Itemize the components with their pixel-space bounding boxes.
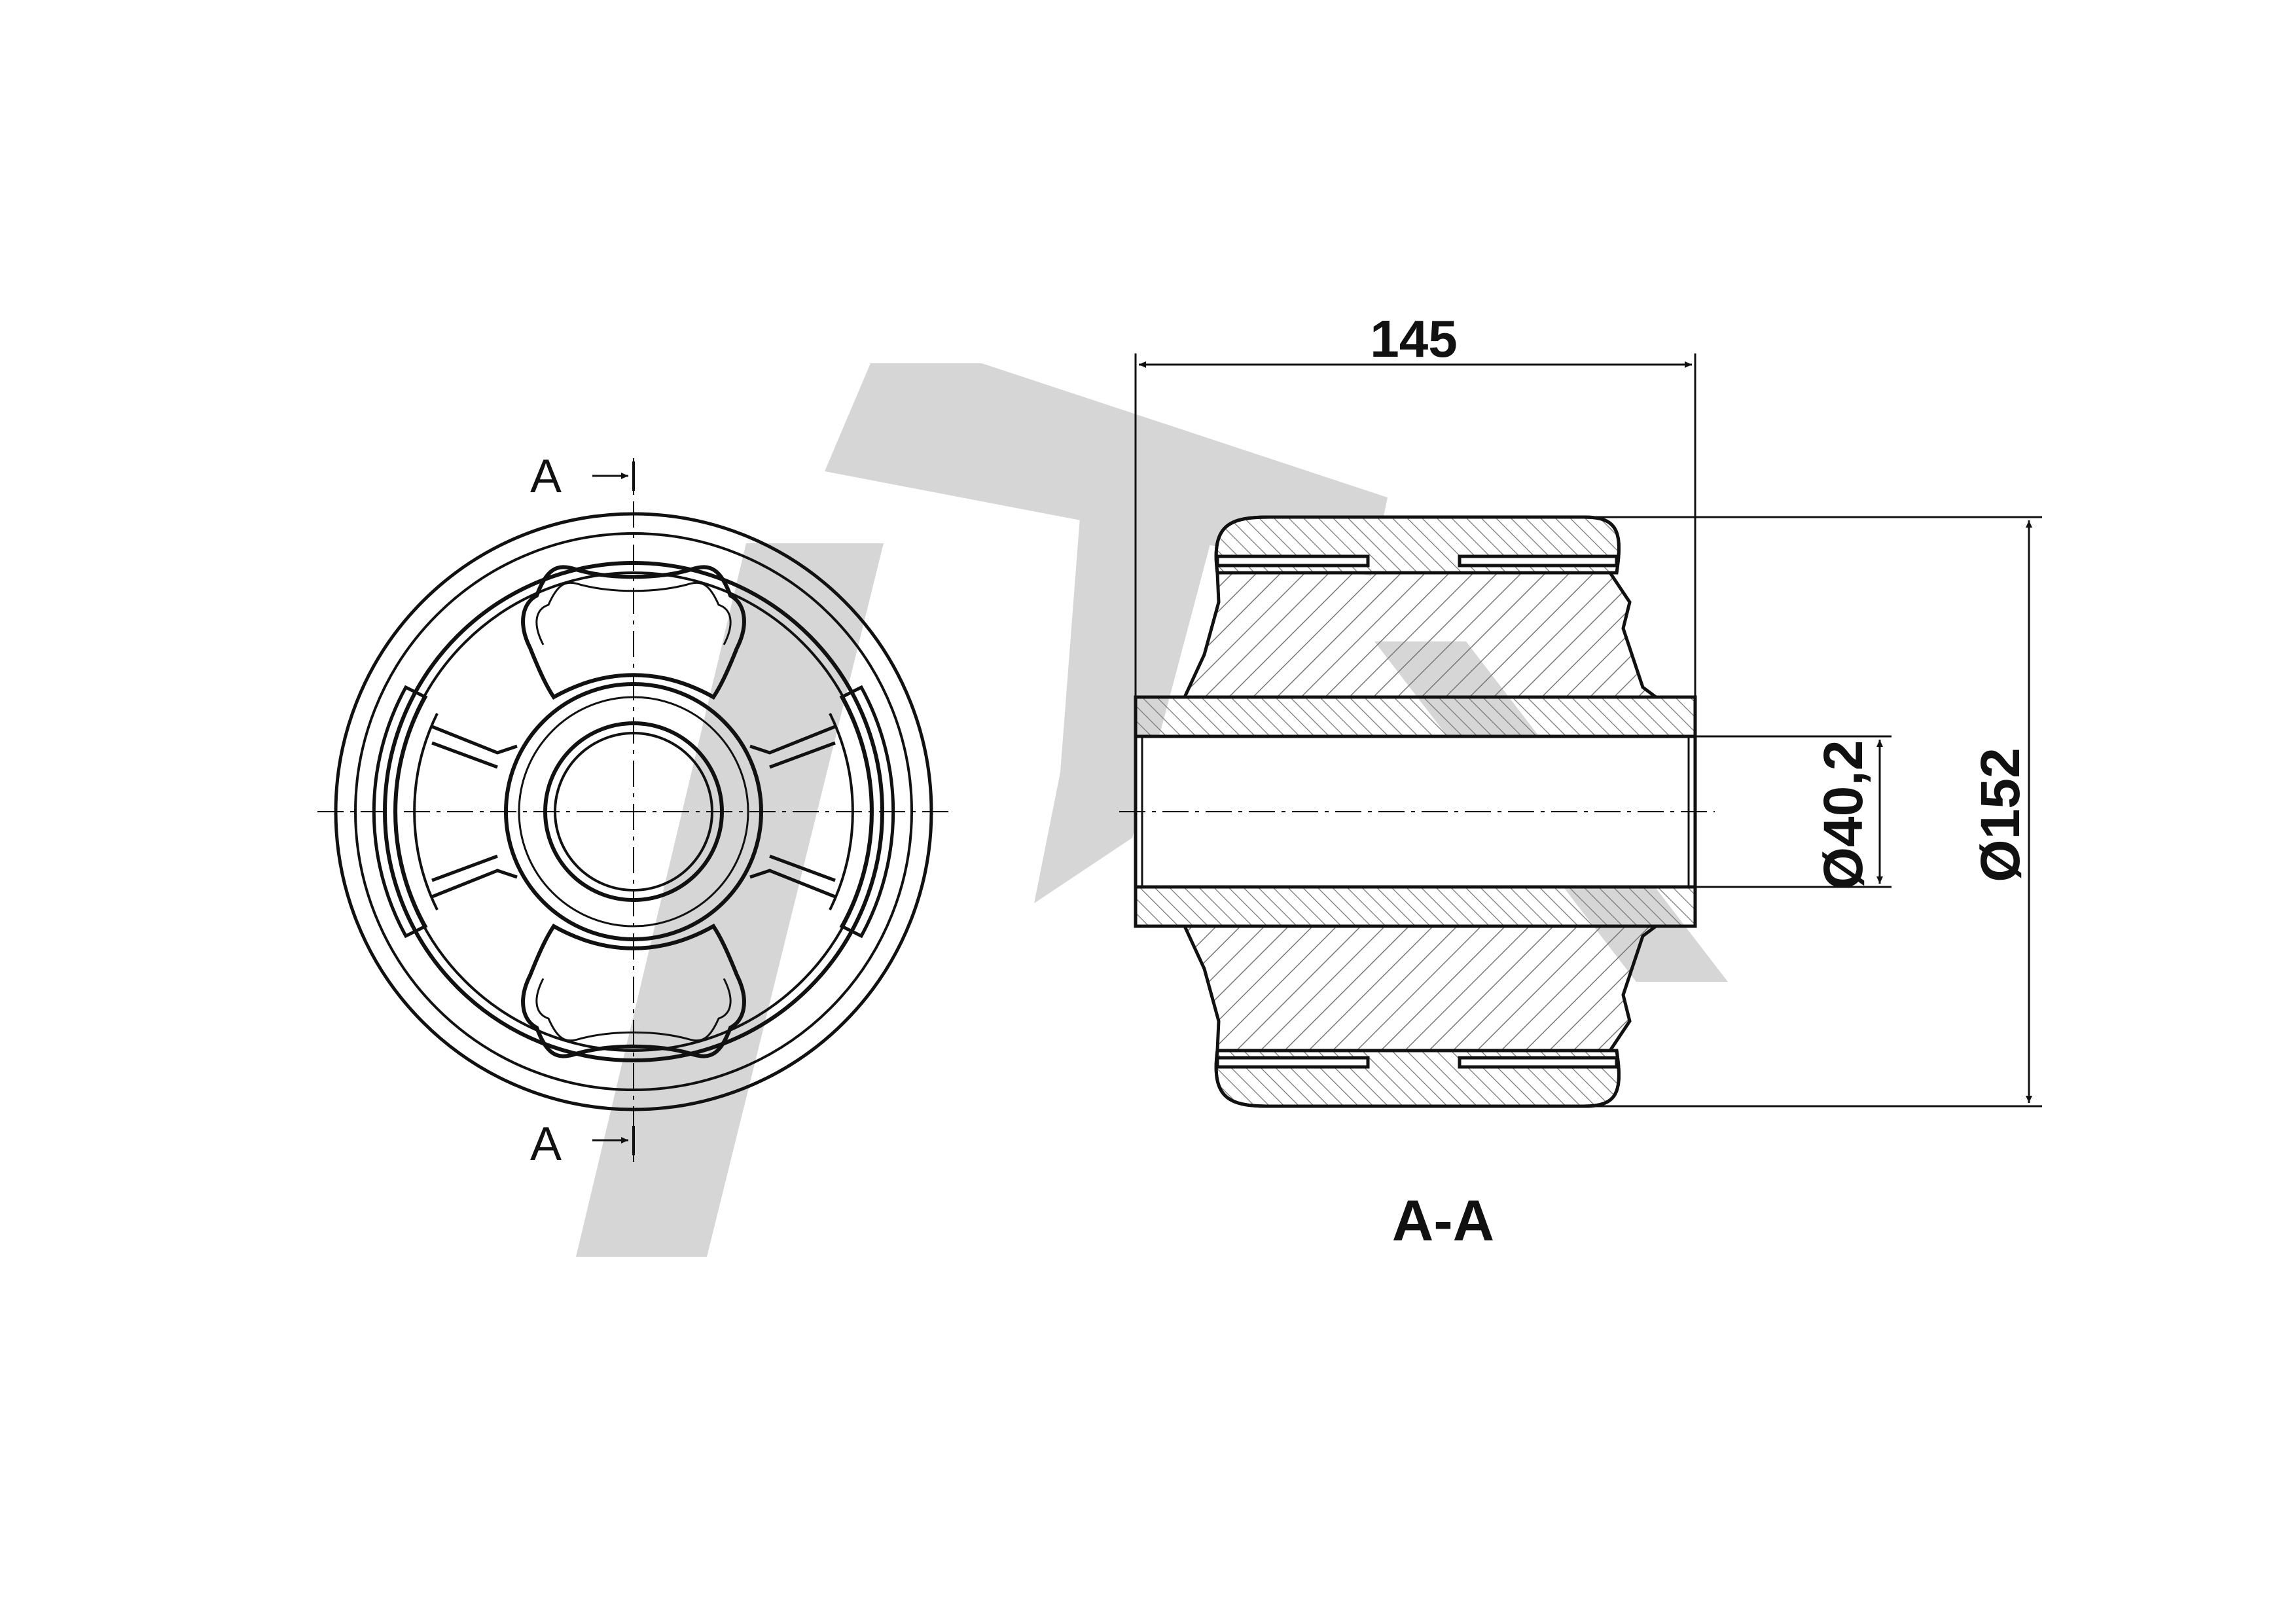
dimension-bore-diameter: Ø40,2 xyxy=(1695,735,1892,890)
section-marker-top-label: A xyxy=(530,450,562,503)
lower-rubber-section xyxy=(1182,924,1661,1053)
left-window xyxy=(372,685,428,939)
spoke-upper-left xyxy=(431,725,518,769)
front-view xyxy=(317,458,949,1162)
section-view-label: A-A xyxy=(1392,1188,1494,1253)
watermark-left-stroke xyxy=(576,543,884,1257)
lower-slot-left xyxy=(1215,1056,1370,1069)
outer-diameter-value: Ø152 xyxy=(1969,748,2031,882)
top-pocket xyxy=(521,565,746,700)
dimension-length: 145 xyxy=(1134,310,1696,697)
spoke-lower-right xyxy=(749,854,836,899)
inner-tube-upper-wall xyxy=(1134,695,1697,738)
bore-diameter-value: Ø40,2 xyxy=(1812,740,1874,890)
inner-tube-lower-wall xyxy=(1134,885,1697,928)
length-value: 145 xyxy=(1370,310,1457,368)
right-window xyxy=(839,685,895,939)
upper-slot-left xyxy=(1215,554,1370,568)
lower-slot-right xyxy=(1458,1056,1619,1069)
dimension-outer-diameter: Ø152 xyxy=(1584,516,2042,1108)
upper-slot-right xyxy=(1458,554,1619,568)
spoke-lower-left xyxy=(431,854,518,899)
upper-rubber-section xyxy=(1182,571,1661,699)
bottom-pocket xyxy=(521,924,746,1058)
spoke-upper-right xyxy=(749,725,836,769)
section-marker-top: A xyxy=(530,450,635,503)
watermark-mid-stroke xyxy=(1034,517,1217,903)
section-view xyxy=(1119,515,1715,1108)
section-marker-bottom: A xyxy=(530,1118,635,1170)
section-marker-bottom-label: A xyxy=(530,1118,562,1170)
